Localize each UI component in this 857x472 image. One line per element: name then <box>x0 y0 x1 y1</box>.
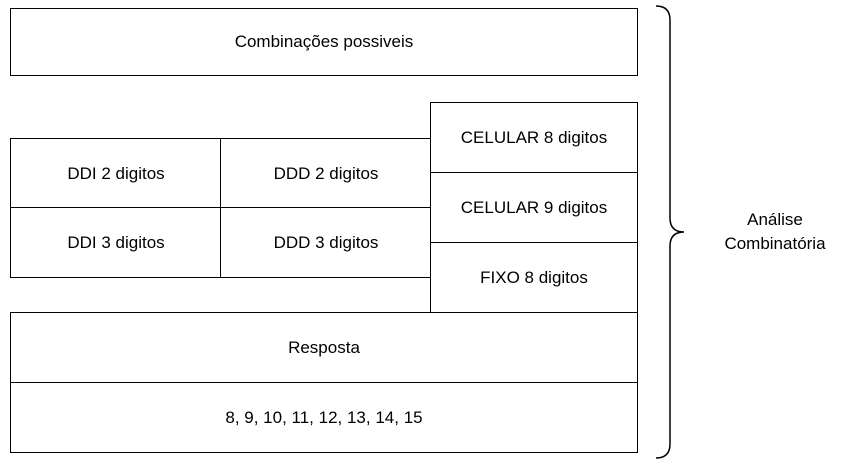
ddd-3-label: DDD 3 digitos <box>273 232 379 252</box>
answer-label: Resposta <box>288 338 360 357</box>
ddi-2-box: DDI 2 digitos <box>10 138 222 209</box>
ddi-3-label: DDI 3 digitos <box>67 232 165 252</box>
answer-values-box: 8, 9, 10, 11, 12, 13, 14, 15 <box>10 382 638 453</box>
celular-9-box: CELULAR 9 digitos <box>430 172 638 244</box>
fixo-8-box: FIXO 8 digitos <box>430 242 638 314</box>
side-label-line1: Análise <box>747 210 803 229</box>
side-label-line2: Combinatória <box>724 234 826 253</box>
ddd-2-box: DDD 2 digitos <box>220 138 432 209</box>
side-label: Análise Combinatória <box>700 208 850 256</box>
ddi-2-label: DDI 2 digitos <box>67 163 165 183</box>
header-box: Combinações possiveis <box>10 8 638 76</box>
curly-brace <box>655 5 685 459</box>
answer-values: 8, 9, 10, 11, 12, 13, 14, 15 <box>225 407 423 427</box>
celular-8-box: CELULAR 8 digitos <box>430 102 638 174</box>
ddd-2-label: DDD 2 digitos <box>273 163 379 183</box>
header-label: Combinações possiveis <box>234 32 414 51</box>
answer-label-box: Resposta <box>10 312 638 384</box>
celular-9-label: CELULAR 9 digitos <box>460 198 608 217</box>
ddi-3-box: DDI 3 digitos <box>10 207 222 278</box>
celular-8-label: CELULAR 8 digitos <box>460 128 608 147</box>
ddd-3-box: DDD 3 digitos <box>220 207 432 278</box>
fixo-8-label: FIXO 8 digitos <box>480 268 588 287</box>
